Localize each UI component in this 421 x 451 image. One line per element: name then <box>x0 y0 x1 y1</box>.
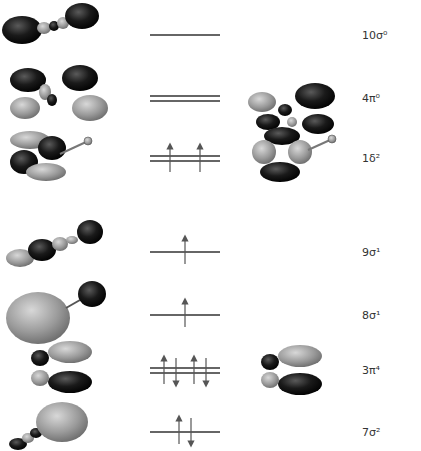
orbital-4pi <box>248 83 335 134</box>
orbital-label: 4π⁰ <box>362 93 380 104</box>
orbital-3pi <box>261 345 322 395</box>
electron-arrow <box>164 146 206 444</box>
energy-level <box>150 35 220 432</box>
orbital-7sigma <box>9 402 88 450</box>
orbital-9sigma <box>6 220 103 267</box>
orbital-label: 7σ² <box>362 427 380 438</box>
orbital-label: 1δ² <box>362 153 380 164</box>
orbital-4pi <box>10 65 108 121</box>
orbital-1delta <box>10 131 92 181</box>
orbital-3pi <box>31 341 92 393</box>
orbital-8sigma <box>6 281 106 344</box>
orbital-label: 9σ¹ <box>362 247 380 258</box>
orbital-label: 3π⁴ <box>362 365 380 376</box>
orbital-10sigma <box>2 3 99 44</box>
orbital-label: 10σ⁰ <box>362 30 387 41</box>
orbital-label: 8σ¹ <box>362 310 380 321</box>
orbital-1delta <box>252 127 336 182</box>
